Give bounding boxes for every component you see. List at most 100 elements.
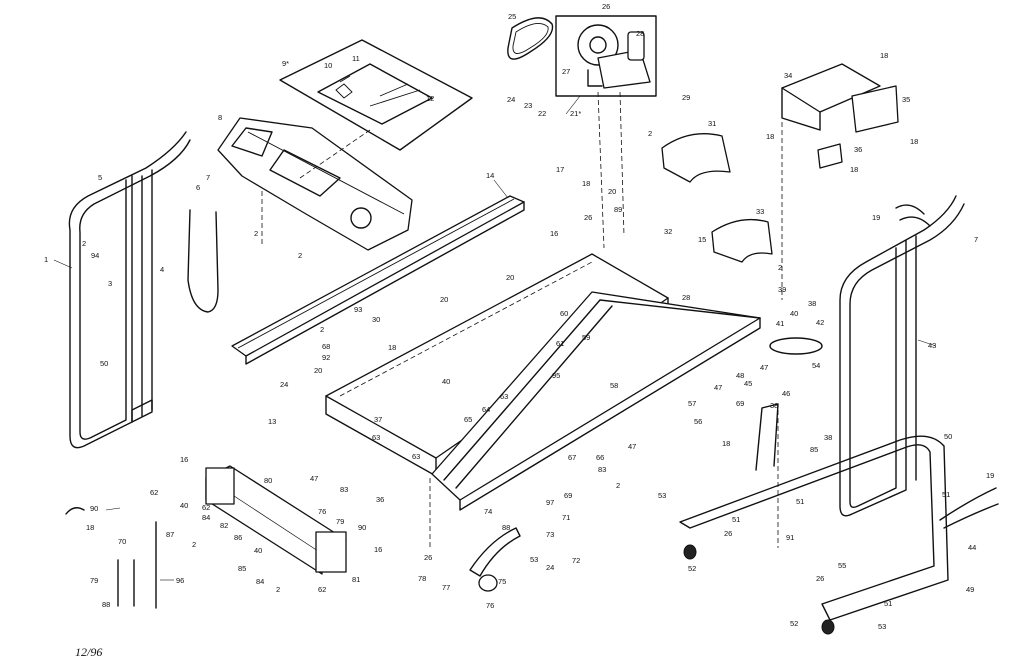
callout-26: 26 <box>584 213 592 222</box>
callout-26: 26 <box>602 2 610 11</box>
callout-58: 58 <box>610 381 618 390</box>
callout-45: 45 <box>744 379 752 388</box>
callout-5: 5 <box>98 173 102 182</box>
callout-62: 62 <box>318 585 326 594</box>
callout-2: 2 <box>298 251 302 260</box>
frame-rails <box>431 291 761 511</box>
callout-73: 73 <box>546 530 554 539</box>
callout-63: 63 <box>412 452 420 461</box>
callout-19: 19 <box>986 471 994 480</box>
callout-54: 54 <box>812 361 820 370</box>
callout-53: 53 <box>530 555 538 564</box>
callout-6: 6 <box>196 183 200 192</box>
callout-43: 43 <box>928 341 936 350</box>
rear-roller <box>478 574 498 592</box>
callout-51: 51 <box>732 515 740 524</box>
callout-18: 18 <box>86 523 94 532</box>
drive-belt <box>507 17 554 60</box>
callout-84: 84 <box>256 577 264 586</box>
motor-hood <box>661 133 731 183</box>
callout-75: 75 <box>498 577 506 586</box>
callout-36: 36 <box>376 495 384 504</box>
callout-49: 49 <box>966 585 974 594</box>
revision-date-code: 12/96 <box>75 645 103 659</box>
callout-26: 26 <box>424 553 432 562</box>
callout-10: 10 <box>324 61 332 70</box>
callout-63: 63 <box>372 433 380 442</box>
callout-7: 7 <box>974 235 978 244</box>
callout-79: 79 <box>336 517 344 526</box>
callout-82: 82 <box>220 521 228 530</box>
callout-44: 44 <box>968 543 976 552</box>
callout-11: 11 <box>352 54 360 63</box>
callout-51: 51 <box>942 490 950 499</box>
callout-91: 91 <box>786 533 794 542</box>
callout-47: 47 <box>760 363 768 372</box>
callout-30: 30 <box>372 315 380 324</box>
callout-66: 66 <box>596 453 604 462</box>
callout-88: 88 <box>502 523 510 532</box>
callout-37: 37 <box>374 415 382 424</box>
callout-2: 2 <box>648 129 652 138</box>
callout-33: 33 <box>756 207 764 216</box>
callout-64: 64 <box>482 405 490 414</box>
callout-61: 61 <box>556 339 564 348</box>
callout-85: 85 <box>238 564 246 573</box>
callout-2: 2 <box>192 540 196 549</box>
callout-78: 78 <box>418 574 426 583</box>
callout-52: 52 <box>688 564 696 573</box>
upright-cable <box>187 209 219 313</box>
callout-8: 8 <box>218 113 222 122</box>
callout-39: 39 <box>778 285 786 294</box>
callout-88: 88 <box>102 600 110 609</box>
callout-14: 14 <box>486 171 494 180</box>
callout-68: 68 <box>322 342 330 351</box>
callout-77: 77 <box>442 583 450 592</box>
callout-57: 57 <box>688 399 696 408</box>
left-upright <box>68 131 191 449</box>
callout-20: 20 <box>314 366 322 375</box>
callout-48: 48 <box>736 371 744 380</box>
callout-16: 16 <box>180 455 188 464</box>
callout-21: 21* <box>570 109 581 118</box>
callout-29: 29 <box>682 93 690 102</box>
callout-80: 80 <box>264 476 272 485</box>
callout-20: 20 <box>608 187 616 196</box>
callout-40: 40 <box>790 309 798 318</box>
drawing-shapes <box>65 15 999 635</box>
callout-63: 63 <box>500 392 508 401</box>
callout-76: 76 <box>318 507 326 516</box>
callout-26: 26 <box>724 529 732 538</box>
callout-71: 71 <box>562 513 570 522</box>
callout-62: 62 <box>150 488 158 497</box>
callout-96: 96 <box>176 576 184 585</box>
callout-60: 60 <box>560 309 568 318</box>
callout-22: 22 <box>538 109 546 118</box>
callout-51: 51 <box>884 599 892 608</box>
callout-9: 9* <box>282 59 289 68</box>
callout-86: 86 <box>234 533 242 542</box>
callout-79: 79 <box>90 576 98 585</box>
callout-94: 94 <box>91 251 99 260</box>
leader-lines <box>53 95 937 581</box>
callout-53: 53 <box>658 491 666 500</box>
side-rail <box>231 195 525 365</box>
callout-18: 18 <box>582 179 590 188</box>
callout-2: 2 <box>616 481 620 490</box>
callout-18: 18 <box>880 51 888 60</box>
callout-18: 18 <box>910 137 918 146</box>
callout-15: 15 <box>698 235 706 244</box>
callout-7: 7 <box>206 173 210 182</box>
incline-link <box>469 527 521 577</box>
callout-89: 89 <box>614 205 622 214</box>
callout-59: 59 <box>582 333 590 342</box>
callout-2: 2 <box>320 325 324 334</box>
callout-12: 12 <box>426 94 434 103</box>
callout-16: 16 <box>374 545 382 554</box>
assembly-line-3 <box>299 129 371 179</box>
callout-85: 85 <box>810 445 818 454</box>
callout-41: 41 <box>776 319 784 328</box>
clip-90 <box>65 507 85 515</box>
callout-19: 19 <box>872 213 880 222</box>
